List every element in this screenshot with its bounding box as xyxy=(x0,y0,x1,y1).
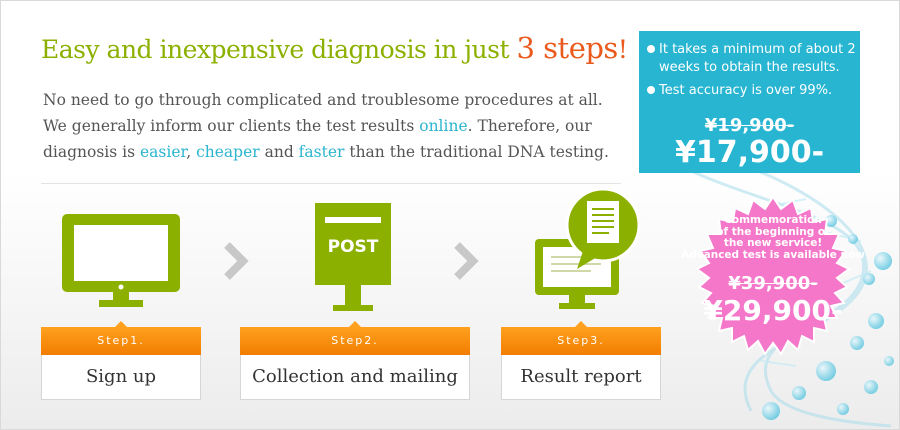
badge-old-price: ¥39,900- xyxy=(728,273,818,294)
description: No need to go through complicated and tr… xyxy=(43,87,623,165)
info-bullet-duration: It takes a minimum of about 2 weeks to o… xyxy=(647,41,860,77)
bullet-icon xyxy=(647,45,655,53)
step-3-label: Result report xyxy=(501,355,661,400)
info-text: Test accuracy is over 99%. xyxy=(659,83,833,98)
step-3-tab: Step3. xyxy=(501,321,661,355)
post-box-icon: POST xyxy=(315,203,391,311)
description-text: diagnosis is xyxy=(43,143,140,161)
badge-line: the new service! xyxy=(723,237,823,249)
post-label: POST xyxy=(328,237,379,257)
monitor-icon xyxy=(62,214,180,307)
starburst-badge-icon xyxy=(695,195,851,356)
badge-new-price: ¥29,900- xyxy=(703,294,843,327)
chevron-right-icon xyxy=(224,242,249,280)
description-line-2: We generally inform our clients the test… xyxy=(43,113,623,139)
highlight-easier: easier xyxy=(140,143,187,161)
description-text: We generally inform our clients the test… xyxy=(43,117,420,135)
badge-line: Advanced test is available now xyxy=(681,248,865,261)
badge-text: Commemoration of the beginning of the ne… xyxy=(677,214,869,327)
description-text: . Therefore, our xyxy=(467,117,592,135)
description-text: , xyxy=(186,143,197,161)
headline: Easy and inexpensive diagnosis in just 3… xyxy=(41,31,628,65)
badge-line: Commemoration xyxy=(724,214,822,226)
old-price: ¥19,900- xyxy=(704,115,795,136)
description-text: and xyxy=(259,143,299,161)
headline-text: Easy and inexpensive diagnosis in just xyxy=(41,35,517,64)
highlight-cheaper: cheaper xyxy=(196,143,260,161)
chevron-right-icon xyxy=(454,242,479,280)
info-text: It takes a minimum of about 2 weeks to o… xyxy=(659,42,856,75)
headline-exclamation: ! xyxy=(617,35,628,64)
headline-number: 3 steps xyxy=(516,31,618,65)
highlight-faster: faster xyxy=(298,143,345,161)
highlight-online: online xyxy=(419,117,468,135)
step-1-tab: Step1. xyxy=(41,321,201,355)
step-1-label: Sign up xyxy=(41,355,201,400)
divider xyxy=(41,183,621,184)
info-list: It takes a minimum of about 2 weeks to o… xyxy=(639,31,860,100)
description-line-1: No need to go through complicated and tr… xyxy=(43,91,603,109)
info-box: It takes a minimum of about 2 weeks to o… xyxy=(639,31,860,173)
info-bullet-accuracy: Test accuracy is over 99%. xyxy=(647,82,860,100)
badge-line: of the beginning of xyxy=(716,225,830,238)
new-price: ¥17,900- xyxy=(674,135,825,170)
step-2-label: Collection and mailing xyxy=(240,355,470,400)
result-report-icon xyxy=(535,187,641,309)
description-text: than the traditional DNA testing. xyxy=(344,143,609,161)
description-line-3: diagnosis is easier, cheaper and faster … xyxy=(43,139,623,165)
bullet-icon xyxy=(647,86,655,94)
step-2-tab: Step2. xyxy=(240,321,470,355)
